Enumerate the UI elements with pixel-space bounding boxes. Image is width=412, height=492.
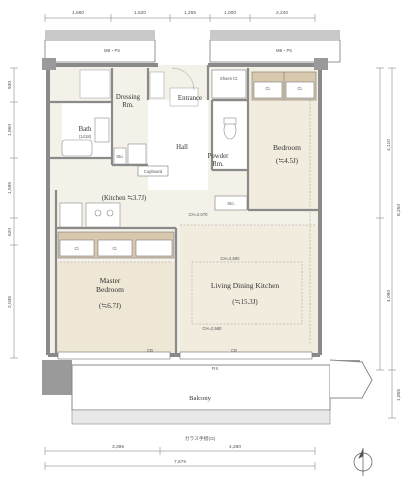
bath-fixtures	[61, 117, 110, 157]
dim-top-1: 1,660	[72, 10, 84, 16]
kitchen-counter	[59, 202, 121, 228]
fix-label: FIX	[212, 366, 219, 371]
powder-label-2: Rm.	[212, 161, 224, 168]
dim-bottom-note: ガラス手摺(G)	[185, 435, 216, 442]
powder-label-1: Powder	[208, 153, 230, 160]
dim-right-2: 8,250	[396, 204, 402, 216]
balcony	[71, 359, 373, 425]
mbps-left	[44, 30, 156, 63]
dim-left-5: 2,035	[7, 296, 13, 308]
dim-left-4: 620	[7, 228, 13, 236]
washroom-sto-label: Sto.	[116, 154, 123, 159]
entrance-area	[169, 67, 199, 107]
shoes-closet-label: Shoes Cl.	[220, 76, 238, 81]
powder-fixtures	[223, 117, 237, 140]
bottom-dimension-chain	[44, 447, 316, 470]
balcony-label: Balcony	[189, 395, 211, 402]
mbps-right-label: MB・PS	[276, 48, 292, 53]
dim-left-2: 1,960	[7, 124, 13, 136]
dim-right-3: 4,090	[386, 290, 392, 302]
dim-left-3: 1,595	[7, 182, 13, 194]
south-windows	[57, 351, 313, 360]
shoes-closet	[211, 69, 247, 99]
right-dimension-chain	[376, 67, 396, 419]
dim-right-4: 1,855	[396, 389, 402, 401]
dashed-lines	[60, 72, 316, 345]
bedroom-closet-label-2: Cl.	[297, 86, 302, 91]
master-closet-label-2: Cl.	[112, 246, 117, 251]
dim-left-1: 930	[7, 81, 13, 89]
hall-ceiling-note: CH=2,070	[189, 212, 209, 217]
dressing-label-2: Rm.	[122, 102, 134, 109]
dim-bottom-1: 3,395	[112, 444, 124, 450]
washroom	[113, 143, 147, 165]
north-arrow-icon	[353, 448, 373, 476]
dim-top-3: 1,255	[184, 10, 196, 16]
master-closets	[57, 231, 175, 259]
mbps-right	[209, 30, 341, 63]
dim-bottom-2: 4,280	[229, 444, 241, 450]
bath-size: (1418)	[79, 134, 92, 139]
mbps-left-label: MB・PS	[104, 48, 120, 53]
top-dimension-chain	[44, 14, 316, 22]
cb-label-1: CB	[147, 348, 153, 353]
bedroom-closets	[251, 71, 317, 101]
dim-top-4: 1,000	[224, 10, 236, 16]
ldk-ceiling-note-2: CH=2,580	[203, 326, 223, 331]
interior-walls	[48, 65, 320, 355]
ldk-area: (≒15.3J)	[232, 298, 258, 306]
dressing-room	[79, 69, 165, 99]
cupboard-label: Cupboard	[144, 169, 163, 174]
bedroom-closet-label-1: Cl.	[265, 86, 270, 91]
hall-storage-label: Sto.	[227, 201, 234, 206]
dim-bottom-3: 7,675	[174, 459, 186, 465]
hall-storage	[214, 195, 248, 211]
dim-top-2: 1,520	[134, 10, 146, 16]
dressing-label-1: Dressing	[116, 94, 141, 101]
master-area: (≒6.7J)	[99, 302, 122, 310]
dim-right-1: 4,110	[386, 139, 392, 151]
dim-top-5: 2,240	[276, 10, 288, 16]
master-label-1: Master	[100, 276, 121, 285]
left-dimension-chain	[10, 67, 18, 359]
ldk-label: Living Dining Kitchen	[211, 281, 280, 290]
master-label-2: Bedroom	[96, 285, 124, 294]
hall-label: Hall	[176, 144, 188, 151]
bath-label: Bath	[79, 126, 92, 133]
bedroom-area: (≒4.5J)	[276, 157, 299, 165]
entrance-label: Entrance	[178, 95, 202, 102]
ldk-ceiling-note: CH=2,500	[221, 256, 241, 261]
bedroom-label: Bedroom	[273, 143, 301, 152]
master-closet-label-1: Cl.	[74, 246, 79, 251]
cb-label-2: CB	[231, 348, 237, 353]
kitchen-label: (Kitchen ≒3.7J)	[102, 195, 147, 202]
cupboard	[137, 165, 169, 177]
